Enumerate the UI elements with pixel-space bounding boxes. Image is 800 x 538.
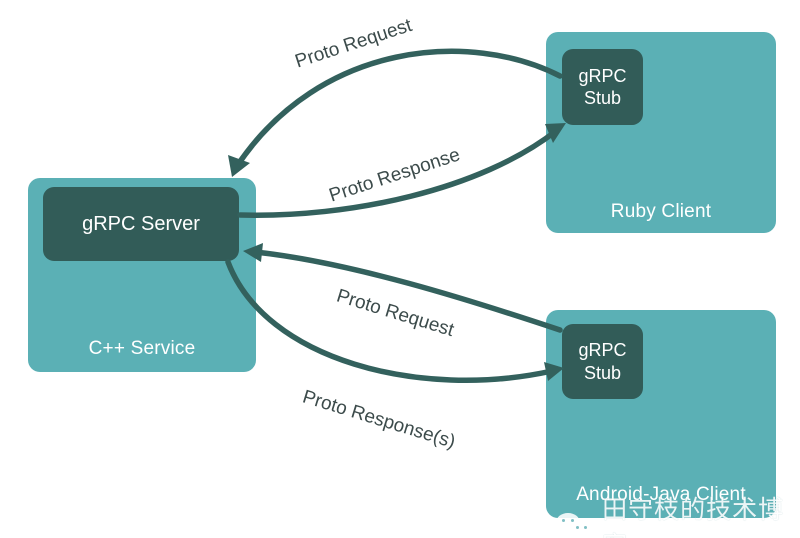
edge-label-ruby-request: Proto Request — [292, 15, 415, 73]
android-client-label: Android-Java Client — [576, 484, 746, 505]
edge-ruby-request-arrowhead — [228, 155, 250, 177]
edge-ruby-request-path — [234, 48, 563, 169]
watermark-text: 田守枝的技术博客 — [602, 496, 785, 538]
wechat-icon-tail-front — [586, 533, 591, 538]
ruby-stub-node-label: gRPC Stub — [578, 65, 627, 109]
android-stub-node: gRPC Stub — [562, 324, 643, 399]
ruby-client-label: Ruby Client — [610, 201, 712, 222]
grpc-server-node-label: gRPC Server — [82, 212, 200, 235]
android-stub-node-label: gRPC Stub — [578, 340, 627, 383]
wechat-icon-dot — [562, 519, 565, 522]
wechat-icon-bubble-front — [570, 520, 591, 537]
edge-label-android-request: Proto Request — [334, 285, 457, 342]
wechat-icon-dot — [584, 526, 587, 529]
cpp-service-label: C++ Service — [88, 338, 196, 359]
wechat-icon — [556, 511, 594, 538]
edge-label-android-response: Proto Response(s) — [300, 386, 458, 453]
wechat-icon-tail-back — [560, 528, 566, 534]
edge-label-ruby-response: Proto Response — [326, 144, 463, 207]
android-client-container: Android-Java Client — [546, 310, 776, 518]
wechat-icon-dot — [571, 519, 574, 522]
grpc-server-node: gRPC Server — [43, 187, 239, 261]
edge-ruby-request — [228, 48, 563, 177]
wechat-icon-dot — [576, 526, 579, 529]
watermark: 田守枝的技术博客 — [556, 490, 800, 538]
ruby-stub-node: gRPC Stub — [562, 49, 643, 125]
